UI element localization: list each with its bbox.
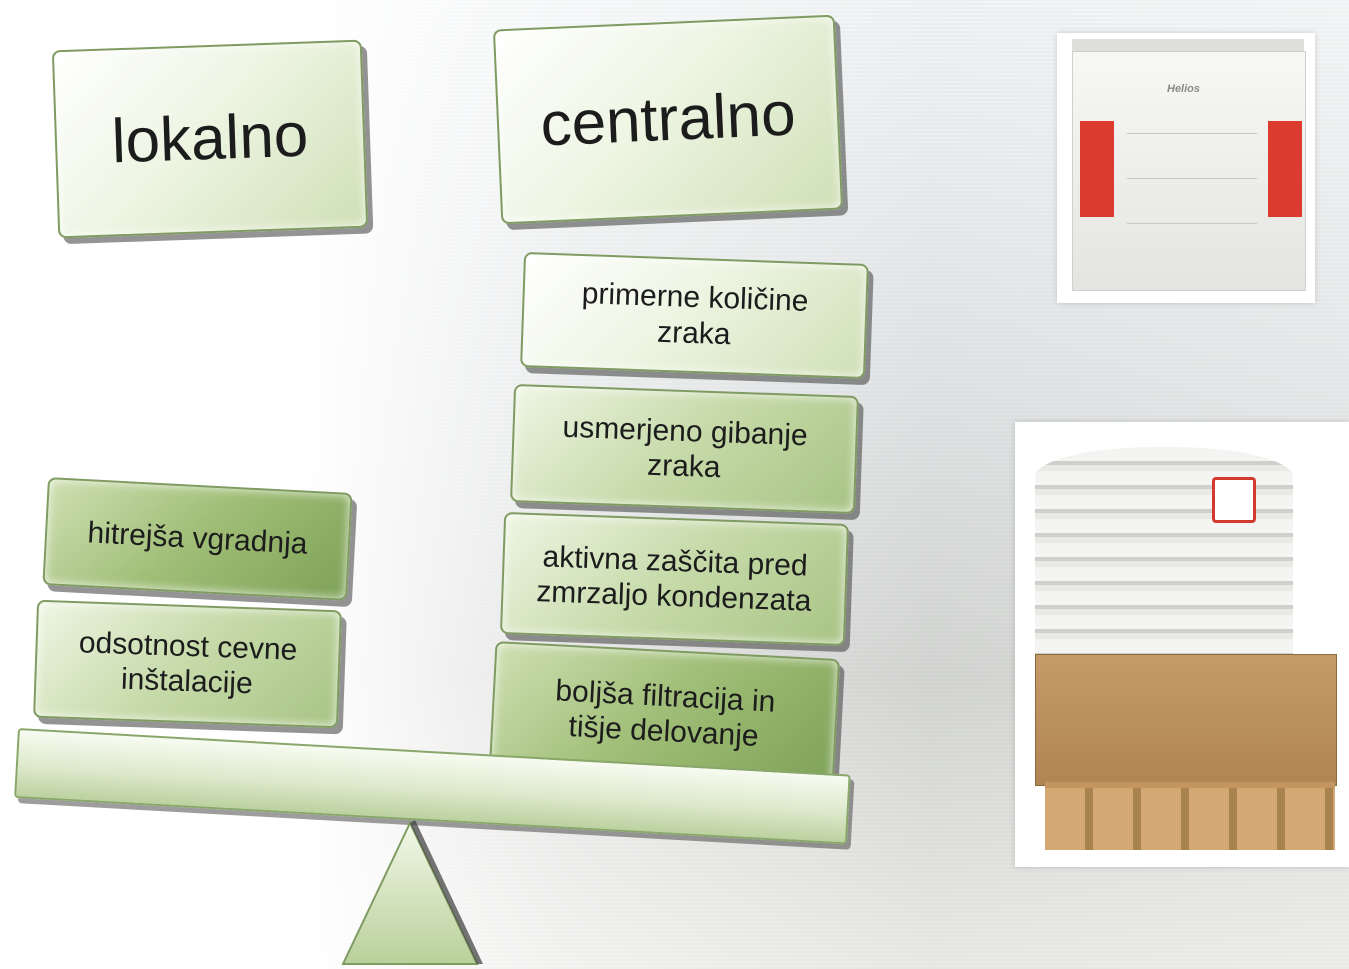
left-item-2-line2: inštalacije bbox=[120, 662, 254, 701]
right-item-3-text: aktivna zaščita pred zmrzaljo kondenzata bbox=[536, 539, 813, 619]
title-lokalno-text: lokalno bbox=[110, 101, 310, 177]
right-item-2-text: usmerjeno gibanje zraka bbox=[561, 409, 808, 488]
ventilation-unit-photo: Helios bbox=[1057, 33, 1315, 303]
right-item-2-line1: usmerjeno gibanje bbox=[562, 410, 809, 452]
right-item-1-line2: zraka bbox=[656, 315, 732, 351]
duct-coil-photo bbox=[1015, 422, 1349, 867]
unit-red-panel-right bbox=[1268, 121, 1302, 217]
right-item-1-line1: primerne količine bbox=[581, 277, 810, 319]
right-item-2-line2: zraka bbox=[646, 448, 722, 485]
unit-red-panel-left bbox=[1080, 121, 1114, 217]
right-item-3-line2: zmrzaljo kondenzata bbox=[535, 575, 812, 618]
right-item-4-text: boljša filtracija in tišje delovanje bbox=[553, 673, 777, 755]
left-item-1: hitrejša vgradnja bbox=[42, 477, 353, 601]
right-item-2: usmerjeno gibanje zraka bbox=[510, 384, 859, 514]
unit-brand-logo: Helios bbox=[1167, 83, 1201, 95]
left-item-1-text: hitrejša vgradnja bbox=[87, 516, 309, 563]
title-lokalno: lokalno bbox=[51, 39, 369, 239]
cardboard-box bbox=[1035, 654, 1337, 786]
left-item-1-line1: hitrejša vgradnja bbox=[86, 516, 309, 562]
title-centralno: centralno bbox=[492, 14, 844, 225]
title-centralno-text: centralno bbox=[539, 79, 797, 160]
left-item-2-text: odsotnost cevne inštalacije bbox=[77, 625, 298, 703]
unit-line bbox=[1127, 223, 1257, 224]
right-item-3: aktivna zaščita pred zmrzaljo kondenzata bbox=[499, 512, 850, 646]
fulcrum-triangle bbox=[341, 820, 483, 965]
right-item-1-text: primerne količine zraka bbox=[580, 276, 809, 355]
left-item-2-line1: odsotnost cevne bbox=[78, 625, 298, 667]
unit-line bbox=[1127, 133, 1257, 134]
wooden-pallet bbox=[1045, 782, 1335, 850]
unit-line bbox=[1127, 178, 1257, 179]
coil-label-sticker bbox=[1212, 477, 1256, 523]
left-item-2: odsotnost cevne inštalacije bbox=[33, 599, 342, 729]
right-item-1: primerne količine zraka bbox=[520, 252, 869, 379]
